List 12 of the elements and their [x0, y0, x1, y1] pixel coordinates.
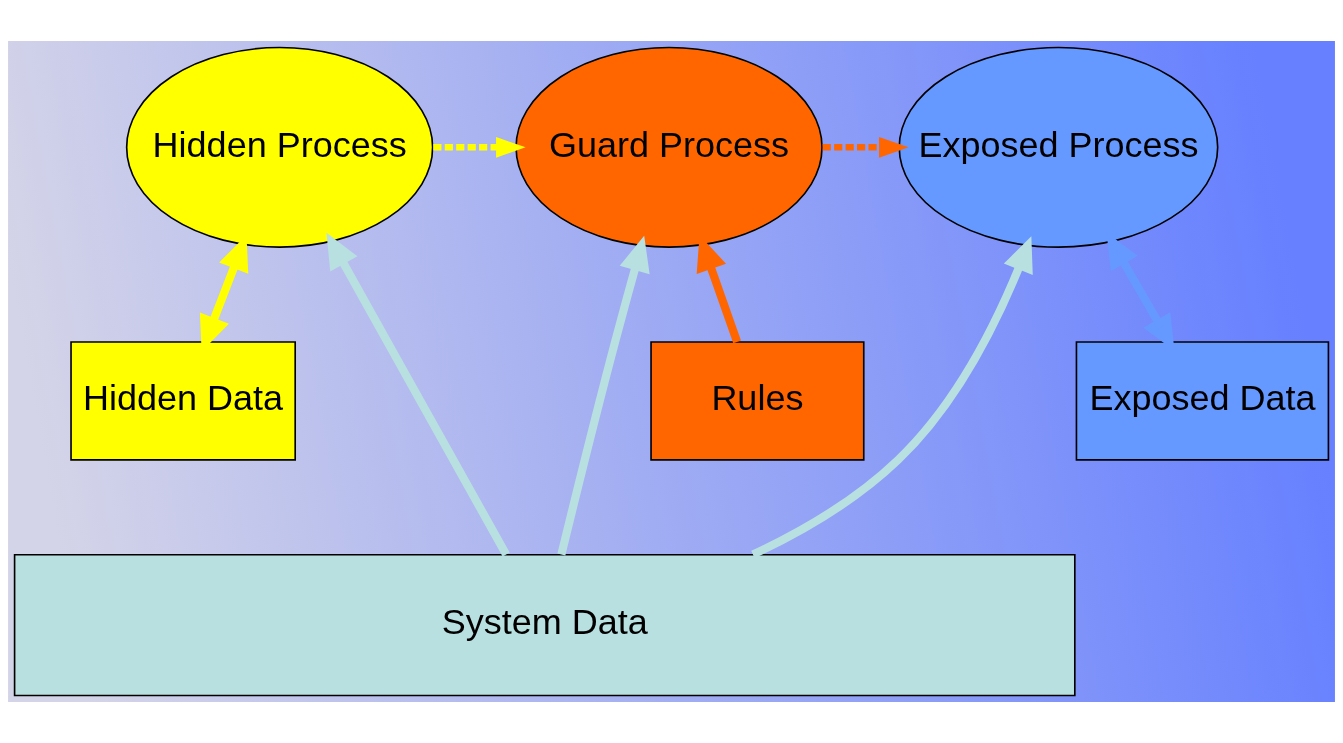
arrow	[751, 236, 1033, 559]
node-ellipse: Guard Process	[515, 46, 823, 248]
node-ellipse: Exposed Process	[898, 46, 1219, 248]
node-box: Rules	[650, 341, 865, 461]
arrow	[557, 235, 650, 556]
node-box: System Data	[13, 553, 1076, 697]
arrow	[433, 137, 526, 158]
arrow	[822, 137, 909, 158]
node-box: Exposed Data	[1075, 341, 1330, 461]
arrow	[326, 232, 510, 557]
node-ellipse: Hidden Process	[125, 46, 434, 248]
node-box: Hidden Data	[70, 341, 296, 461]
